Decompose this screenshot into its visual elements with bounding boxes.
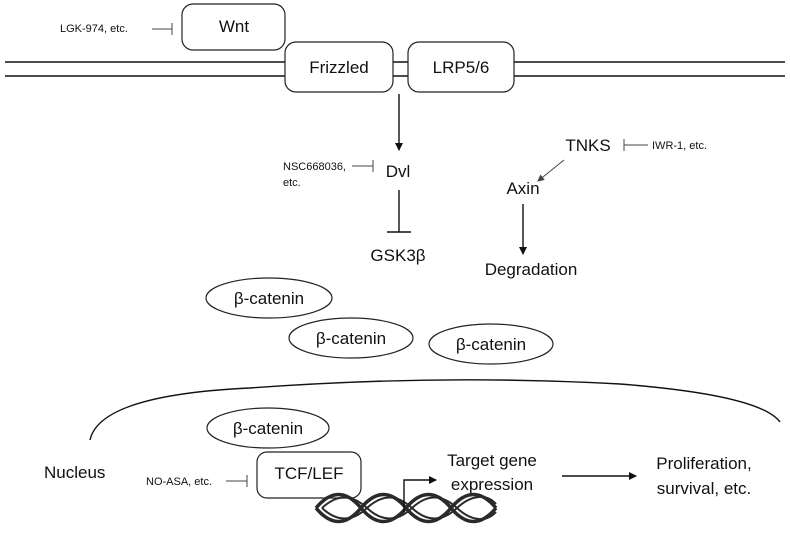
beta-catenin-1-label: β-catenin: [234, 289, 304, 308]
target-gene-label-line1: Target gene: [447, 451, 537, 470]
nsc668036-label-line2: etc.: [283, 177, 301, 189]
tcf-lef-label: TCF/LEF: [275, 464, 344, 483]
tnks-label: TNKS: [565, 136, 610, 155]
nsc-inhibition-bar: [352, 160, 374, 172]
iwr-1-label: IWR-1, etc.: [652, 140, 707, 152]
lrp56-label: LRP5/6: [433, 58, 490, 77]
lrp56-node: LRP5/6: [407, 41, 515, 93]
tcf-lef-node: TCF/LEF: [256, 451, 362, 499]
dvl-label: Dvl: [386, 162, 411, 181]
beta-catenin-2: β-catenin: [288, 317, 414, 359]
lgk-974-label: LGK-974, etc.: [60, 23, 128, 35]
beta-catenin-3-label: β-catenin: [456, 335, 526, 354]
frizzled-node: Frizzled: [284, 41, 394, 93]
beta-catenin-1: β-catenin: [205, 277, 333, 319]
dna-helix: [314, 492, 498, 524]
axin-label: Axin: [506, 179, 539, 198]
proliferation-label-line1: Proliferation,: [656, 454, 751, 473]
degradation-label: Degradation: [485, 260, 578, 279]
gsk3b-label: GSK3β: [370, 246, 425, 265]
iwr-inhibition-bar: [623, 139, 648, 151]
lgk-inhibition-bar: [152, 23, 173, 35]
wnt-node: Wnt: [181, 3, 286, 51]
frizzled-label: Frizzled: [309, 58, 369, 77]
nsc668036-label: NSC668036,: [283, 161, 346, 173]
proliferation-label-line2: survival, etc.: [657, 479, 751, 498]
transcription-arrow: [403, 476, 437, 512]
wnt-label: Wnt: [219, 17, 250, 36]
beta-catenin-nuclear: β-catenin: [206, 407, 330, 449]
no-asa-inhibition-bar: [226, 475, 248, 487]
dvl-gsk3b-inhibition: [387, 190, 411, 233]
nuclear-envelope: [89, 379, 781, 441]
beta-catenin-3: β-catenin: [428, 323, 554, 365]
no-asa-label: NO-ASA, etc.: [146, 476, 212, 488]
beta-catenin-2-label: β-catenin: [316, 329, 386, 348]
target-gene-label-line2: expression: [451, 475, 533, 494]
arrow-tnks-to-axin: [537, 159, 565, 182]
cell-membrane: [5, 61, 785, 77]
beta-catenin-nuclear-label: β-catenin: [233, 419, 303, 438]
nucleus-label: Nucleus: [44, 463, 105, 482]
